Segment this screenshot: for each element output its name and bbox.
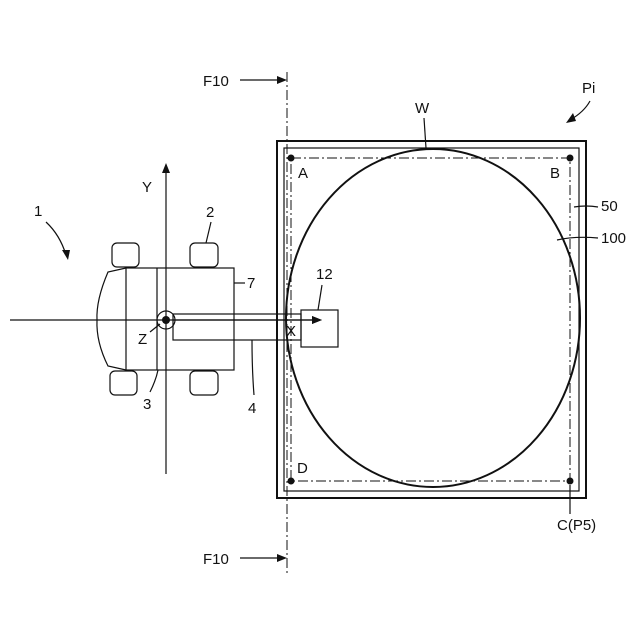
robot-front-bumper bbox=[97, 268, 126, 370]
stage-outer-frame bbox=[277, 141, 586, 498]
part-label-3: 3 bbox=[143, 396, 151, 413]
wheel-top-right bbox=[190, 243, 218, 267]
section-label-top: F10 bbox=[203, 73, 229, 90]
part-3-leader bbox=[150, 370, 158, 392]
corner-label-c: C(P5) bbox=[557, 517, 596, 534]
part-4-leader bbox=[252, 340, 254, 395]
part-2-leader bbox=[206, 222, 211, 243]
corner-point-b bbox=[567, 155, 574, 162]
part-label-12: 12 bbox=[316, 266, 333, 283]
wafer-label: W bbox=[415, 100, 430, 117]
axis-label-z: Z bbox=[138, 331, 147, 348]
robot-label: 1 bbox=[34, 203, 42, 220]
y-axis-arrowhead bbox=[162, 163, 170, 173]
section-label-bottom: F10 bbox=[203, 551, 229, 568]
z-axis-center bbox=[162, 316, 170, 324]
part-label-2: 2 bbox=[206, 204, 214, 221]
stage-region-boundary bbox=[291, 158, 570, 481]
corner-label-a: A bbox=[298, 165, 308, 182]
corner-label-d: D bbox=[297, 460, 308, 477]
corner-point-d bbox=[288, 478, 295, 485]
wheel-top-left bbox=[112, 243, 139, 267]
section-arrowhead-bottom bbox=[277, 554, 287, 562]
pi-arrowhead bbox=[566, 113, 576, 123]
part-label-4: 4 bbox=[248, 400, 256, 417]
robot-arm bbox=[173, 314, 301, 340]
corner-label-b: B bbox=[550, 165, 560, 182]
wheel-bottom-left bbox=[110, 371, 137, 395]
corner-point-a bbox=[288, 155, 295, 162]
axis-label-y: Y bbox=[142, 179, 152, 196]
section-arrowhead-top bbox=[277, 76, 287, 84]
sensor-head bbox=[301, 310, 338, 347]
x-axis-arrowhead-front bbox=[312, 316, 322, 324]
robot-body bbox=[126, 268, 234, 370]
wafer-outline bbox=[286, 149, 580, 487]
axis-label-x: X bbox=[286, 323, 296, 340]
robot-arrowhead bbox=[62, 250, 70, 260]
part-label-50: 50 bbox=[601, 198, 618, 215]
corner-point-c bbox=[567, 478, 574, 485]
part-label-7: 7 bbox=[247, 275, 255, 292]
wafer-leader bbox=[424, 118, 426, 148]
pi-label: Pi bbox=[582, 80, 595, 97]
part-label-100: 100 bbox=[601, 230, 626, 247]
wheel-bottom-right bbox=[190, 371, 218, 395]
part-12-leader bbox=[318, 285, 322, 310]
